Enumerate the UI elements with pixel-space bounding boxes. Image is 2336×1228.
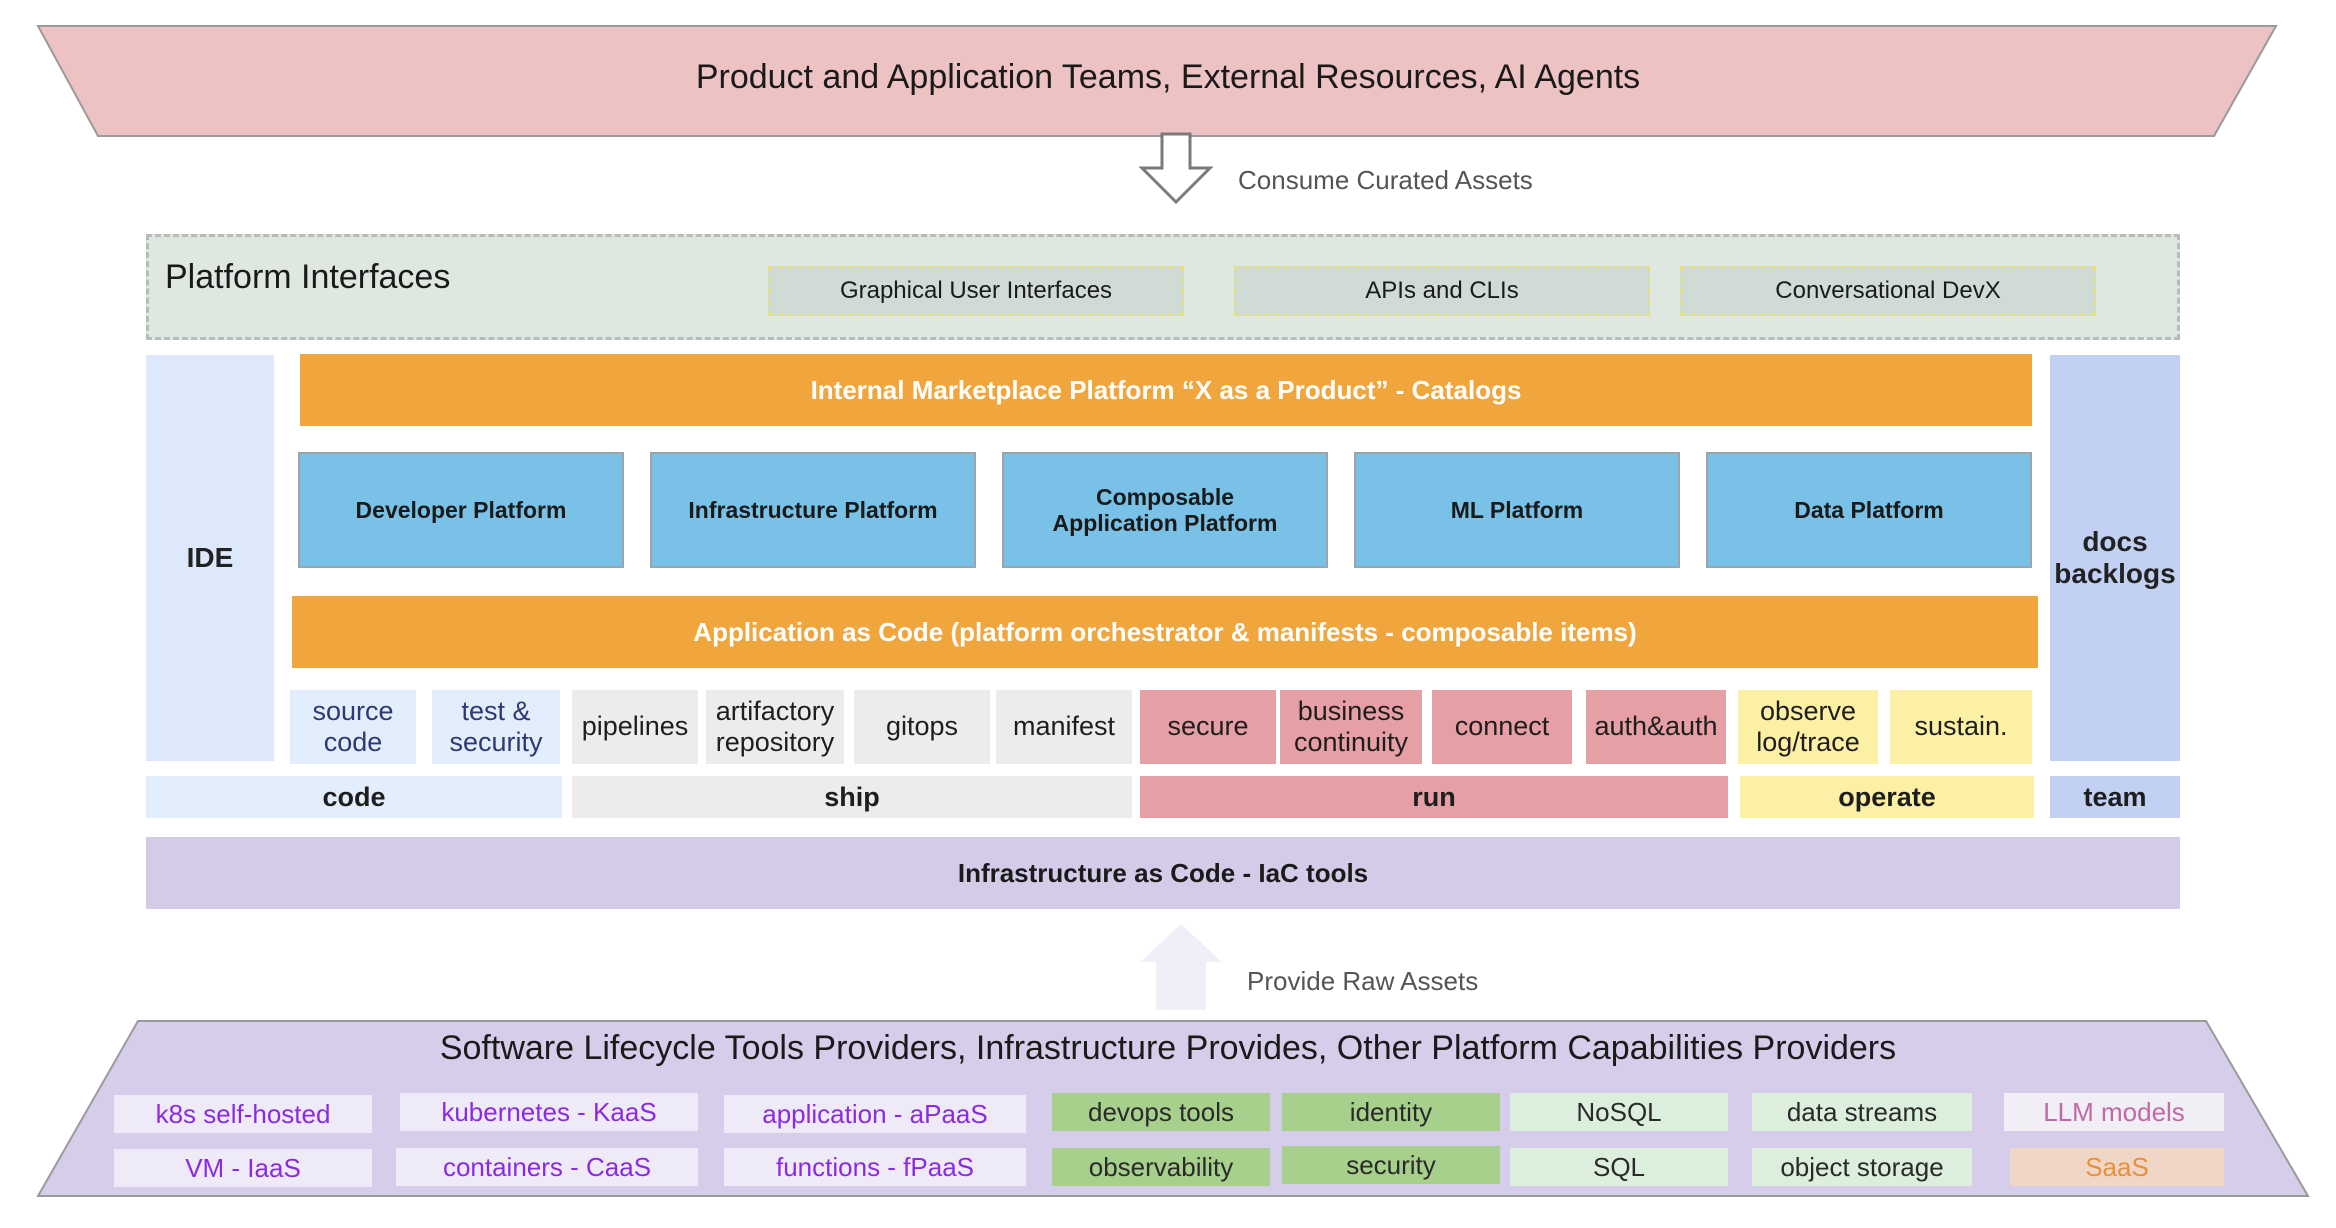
- application-as-code-bar: Application as Code (platform orchestrat…: [292, 596, 2038, 668]
- tool-line1: test &: [461, 695, 531, 726]
- tool-gitops: gitops: [854, 690, 990, 764]
- internal-marketplace-bar: Internal Marketplace Platform “X as a Pr…: [300, 354, 2032, 426]
- tool-line1: gitops: [885, 711, 959, 742]
- tool-line2: security: [449, 727, 543, 757]
- conversational-devx-item: Conversational DevX: [1680, 266, 2096, 316]
- consume-arrow-label: Consume Curated Assets: [1238, 165, 1533, 195]
- provider-data-streams: data streams: [1752, 1093, 1972, 1131]
- provider-observability: observability: [1052, 1148, 1270, 1186]
- platform-interfaces-title: Platform Interfaces: [165, 258, 451, 296]
- backlogs-label: backlogs: [2054, 558, 2176, 589]
- infrastructure-platform-box: Infrastructure Platform: [650, 452, 976, 568]
- consume-arrow-icon: [1138, 132, 1214, 205]
- tool-line1: auth&auth: [1594, 711, 1718, 742]
- platform-line1: Developer Platform: [355, 496, 567, 523]
- provide-arrow-icon: [1140, 924, 1222, 1010]
- tool-manifest: manifest: [996, 690, 1132, 764]
- tool-line2: repository: [715, 727, 835, 757]
- tool-line1: sustain.: [1914, 711, 2008, 742]
- gui-interface-item: Graphical User Interfaces: [768, 266, 1184, 316]
- bottom-band-title: Software Lifecycle Tools Providers, Infr…: [439, 1028, 1897, 1067]
- provider-containers-caas: containers - CaaS: [396, 1148, 698, 1186]
- data-platform-box: Data Platform: [1706, 452, 2032, 568]
- tool-line1: connect: [1454, 711, 1550, 742]
- ml-platform-box: ML Platform: [1354, 452, 1680, 568]
- tool-secure: secure: [1140, 690, 1276, 764]
- tool-line1: artifactory: [715, 695, 835, 726]
- tool-test-security: test &security: [432, 690, 560, 764]
- provider-k8s-self-hosted: k8s self-hosted: [114, 1095, 372, 1133]
- phase-team: team: [2050, 776, 2180, 818]
- provider-object-storage: object storage: [1752, 1148, 1972, 1186]
- provider-kubernetes-kaas: kubernetes - KaaS: [400, 1093, 698, 1131]
- tool-line1: pipelines: [581, 711, 689, 742]
- phase-run: run: [1140, 776, 1728, 818]
- provide-arrow-label: Provide Raw Assets: [1247, 966, 1479, 996]
- provider-nosql: NoSQL: [1510, 1093, 1728, 1131]
- tool-line2: continuity: [1293, 727, 1409, 757]
- developer-platform-box: Developer Platform: [298, 452, 624, 568]
- tool-line2: code: [323, 727, 383, 757]
- tool-line1: manifest: [1012, 711, 1116, 742]
- docs-label: docs: [2082, 525, 2148, 557]
- iac-bar: Infrastructure as Code - IaC tools: [146, 837, 2180, 909]
- api-cli-interface-item: APIs and CLIs: [1234, 266, 1650, 316]
- phase-code: code: [146, 776, 562, 818]
- tool-line1: source: [312, 695, 394, 726]
- provider-functions-fpaas: functions - fPaaS: [724, 1148, 1026, 1186]
- platform-line1: Composable: [1095, 483, 1235, 510]
- provider-saas: SaaS: [2010, 1148, 2224, 1186]
- provider-vm-iaas: VM - IaaS: [114, 1149, 372, 1187]
- phase-operate: operate: [1740, 776, 2034, 818]
- provider-application-apaas: application - aPaaS: [724, 1095, 1026, 1133]
- docs-backlogs-column: docs backlogs: [2050, 355, 2180, 761]
- top-band-label: Product and Application Teams, External …: [695, 57, 1641, 96]
- provider-devops-tools: devops tools: [1052, 1093, 1270, 1131]
- tool-line1: business: [1297, 695, 1405, 726]
- provider-security: security: [1282, 1146, 1500, 1184]
- tool-auth-auth: auth&auth: [1586, 690, 1726, 764]
- platform-line2: Application Platform: [1052, 510, 1278, 536]
- tool-connect: connect: [1432, 690, 1572, 764]
- ide-column: IDE: [146, 355, 274, 761]
- composable-application-platform-box: Composable Application Platform: [1002, 452, 1328, 568]
- platform-line1: ML Platform: [1450, 496, 1584, 523]
- tool-line2: log/trace: [1756, 727, 1860, 757]
- tool-sustain: sustain.: [1890, 690, 2032, 764]
- top-band-shape: [36, 25, 2278, 137]
- provider-identity: identity: [1282, 1093, 1500, 1131]
- tool-pipelines: pipelines: [572, 690, 698, 764]
- provider-sql: SQL: [1510, 1148, 1728, 1186]
- phase-ship: ship: [572, 776, 1132, 818]
- tool-line1: observe: [1759, 695, 1857, 726]
- platform-line1: Data Platform: [1794, 496, 1944, 523]
- provider-llm-models: LLM models: [2004, 1093, 2224, 1131]
- platform-line1: Infrastructure Platform: [688, 496, 938, 523]
- tool-line1: secure: [1167, 711, 1249, 742]
